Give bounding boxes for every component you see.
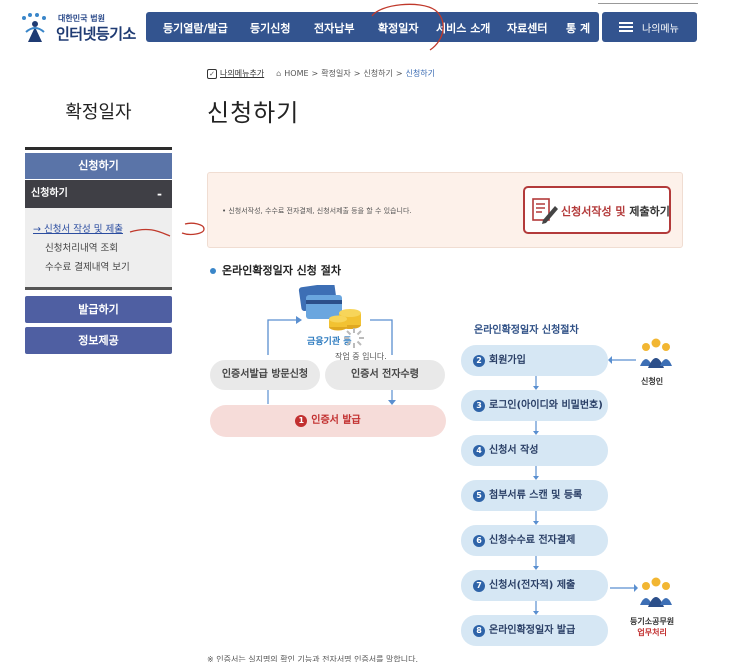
breadcrumb-fixed-date[interactable]: 확정일자: [321, 69, 351, 78]
visit-request-pill: 인증서발급 방문신청: [210, 360, 320, 390]
breadcrumb-separator: >: [353, 69, 361, 78]
step-issue: 8 온라인확정일자 발급: [461, 615, 608, 646]
logo-title: 인터넷등기소: [56, 25, 136, 43]
electronic-receive-pill: 인증서 전자수령: [325, 360, 445, 390]
sidebar-item-write-submit[interactable]: → 신청서 작성 및 제출: [33, 224, 123, 235]
my-menu-label: 나의메뉴: [642, 24, 679, 35]
step-number-icon: 8: [473, 625, 485, 637]
step-label: 신청서(전자적) 제출: [489, 580, 576, 591]
sidebar-item-fee-history[interactable]: 수수료 결제내역 보기: [45, 262, 130, 273]
nav-statistics[interactable]: 통 계: [566, 22, 591, 35]
step-number-icon: 6: [473, 535, 485, 547]
coins-icon: [329, 309, 361, 331]
step-label: 첨부서류 스캔 및 등록: [489, 490, 583, 501]
add-my-menu-link[interactable]: 나의메뉴추가: [220, 69, 265, 78]
step-number-icon: 2: [473, 355, 485, 367]
breadcrumb-separator: >: [311, 69, 319, 78]
step-label: 온라인확정일자 발급: [489, 625, 576, 636]
sidebar-sub-header[interactable]: 신청하기 -: [25, 180, 172, 208]
step-submit: 7 신청서(전자적) 제출: [461, 570, 608, 601]
check-icon: ✓: [207, 68, 217, 79]
certificate-issue-label: 인증서 발급: [311, 415, 361, 426]
top-line: [598, 0, 698, 4]
nav-registry-view[interactable]: 등기열람/발급: [163, 22, 228, 35]
breadcrumb-current: 신청하기: [405, 69, 435, 78]
step-label: 신청수수료 전자결제: [489, 535, 576, 546]
logo[interactable]: 대한민국 법원 인터넷등기소: [18, 10, 143, 44]
applicant-person-group-icon: [608, 338, 672, 368]
step-attach: 5 첨부서류 스캔 및 등록: [461, 480, 608, 511]
finance-diagram-icons: [267, 285, 393, 355]
step-number-icon: 7: [473, 580, 485, 592]
hamburger-icon: [619, 22, 633, 32]
cta-label-red: 신청서작성 및: [561, 205, 626, 218]
official-sub-label: 업무처리: [637, 628, 667, 637]
logo-small-text: 대한민국 법원: [58, 14, 105, 23]
loading-text: 작업 중 입니다.: [335, 352, 387, 361]
sidebar-item-label: 신청서 작성 및 제출: [43, 224, 123, 235]
nav-e-payment[interactable]: 전자납부: [314, 22, 355, 35]
home-icon: ⌂: [276, 69, 282, 78]
step-signup: 2 회원가입: [461, 345, 608, 376]
loading-spinner-icon: [344, 328, 364, 348]
sidebar-section-title: 확정일자: [65, 102, 132, 123]
procedure-section-title: 온라인확정일자 신청 절차: [210, 262, 341, 278]
nav-data-center[interactable]: 자료센터: [507, 22, 548, 35]
sidebar-item-history[interactable]: 신청처리내역 조회: [45, 243, 118, 254]
sidebar-sub-list: → 신청서 작성 및 제출 신청처리내역 조회 수수료 결제내역 보기: [25, 208, 172, 290]
my-menu-button[interactable]: 나의메뉴: [602, 12, 697, 42]
info-box: • 신청서작성, 수수료 전자결제, 신청서제출 등을 할 수 있습니다. 신청…: [207, 172, 683, 248]
court-logo-icon: [22, 13, 46, 42]
flow-connectors: [533, 376, 539, 615]
finance-label: 금융기관 등: [307, 337, 352, 347]
collapse-icon[interactable]: -: [157, 187, 162, 201]
applicant-label: 신청인: [641, 377, 664, 386]
sidebar-top-divider: [25, 147, 172, 150]
nav-fixed-date[interactable]: 확정일자: [378, 22, 419, 35]
write-submit-button[interactable]: 신청서작성 및 제출하기: [523, 186, 671, 234]
official-label-text: 등기소공무원: [630, 617, 675, 626]
arrows-down: [267, 390, 396, 405]
step-number-icon: 1: [295, 415, 308, 427]
sidebar-issue-button[interactable]: 발급하기: [25, 296, 172, 323]
write-submit-label: 신청서작성 및 제출하기: [561, 203, 670, 219]
breadcrumb: ✓ 나의메뉴추가 ⌂ HOME > 확정일자 > 신청하기 > 신청하기: [207, 68, 435, 79]
sidebar-info-button[interactable]: 정보제공: [25, 327, 172, 354]
step-number-icon: 3: [473, 400, 485, 412]
step-label: 회원가입: [489, 355, 526, 366]
sidebar-sub-header-label: 신청하기: [31, 188, 68, 199]
step-label: 신청서 작성: [489, 445, 539, 456]
step-number-icon: 5: [473, 490, 485, 502]
flow-title: 온라인확정일자 신청절차: [474, 325, 579, 336]
step-label: 로그인(아이디와 비밀번호): [489, 400, 603, 411]
step-payment: 6 신청수수료 전자결제: [461, 525, 608, 556]
breadcrumb-separator: >: [395, 69, 403, 78]
sidebar-apply-header[interactable]: 신청하기: [25, 153, 172, 179]
info-text: • 신청서작성, 수수료 전자결제, 신청서제출 등을 할 수 있습니다.: [222, 207, 412, 215]
breadcrumb-apply[interactable]: 신청하기: [363, 69, 393, 78]
breadcrumb-home[interactable]: HOME: [284, 69, 309, 78]
official-person-group-icon: [610, 577, 672, 607]
step-number-icon: 4: [473, 445, 485, 457]
document-pen-icon: [532, 198, 558, 224]
footnote: ※ 인증서는 실지명의 확인 기능과 전자서명 인증서를 말합니다.: [207, 655, 419, 662]
step-login: 3 로그인(아이디와 비밀번호): [461, 390, 608, 421]
nav-registry-apply[interactable]: 등기신청: [250, 22, 291, 35]
official-label: 등기소공무원 업무처리: [630, 616, 674, 638]
global-nav: 등기열람/발급 등기신청 전자납부 확정일자 서비스 소개 자료센터 통 계: [146, 12, 599, 42]
page-title: 신청하기: [207, 99, 300, 127]
cta-label-dark: 제출하기: [629, 205, 670, 218]
step-write: 4 신청서 작성: [461, 435, 608, 466]
nav-service-intro[interactable]: 서비스 소개: [436, 22, 491, 35]
